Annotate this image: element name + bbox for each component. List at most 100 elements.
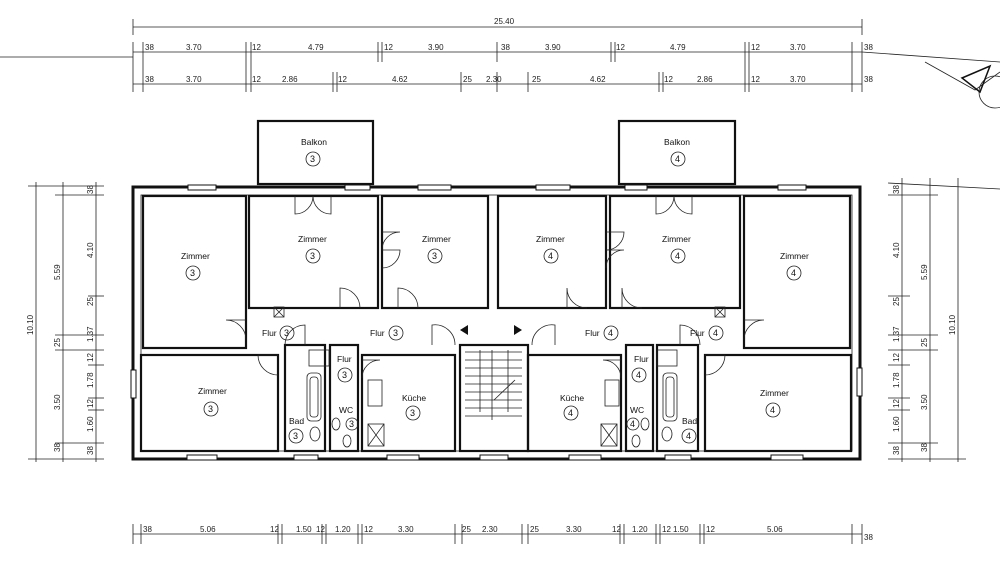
wc-right-num: 4 — [630, 419, 635, 429]
balcony-left — [256, 119, 375, 186]
zimmer-r2-label: Zimmer — [662, 234, 691, 244]
toilet-bad-left-icon — [309, 426, 321, 442]
left-dimension-lines: 10.10 5.59 25 3.50 38 38 4.10 25 1.37 12… — [26, 182, 104, 462]
shaft-right-icon — [714, 306, 726, 318]
bottom-0: 38 — [143, 525, 152, 534]
windows — [130, 184, 863, 461]
toilet-wc-left-icon — [342, 434, 352, 448]
right-dimension-lines: 38 4.10 25 1.37 12 1.78 12 1.60 38 5.59 … — [887, 178, 1000, 462]
heater-right-icon — [656, 349, 678, 367]
bottom-7: 3.30 — [398, 525, 414, 534]
flur-r3-num: 4 — [636, 370, 641, 380]
bottom-11: 3.30 — [566, 525, 582, 534]
bottom-dimension-line: 38 5.06 12 1.50 12 1.20 12 3.30 25 2.30 … — [132, 524, 873, 544]
zimmer-r4-num: 4 — [770, 405, 775, 415]
balkon-left-label: Balkon — [301, 137, 327, 147]
top-r2-2: 12 — [252, 75, 261, 84]
bottom-17: 5.06 — [767, 525, 783, 534]
top-r2-3: 2.86 — [282, 75, 298, 84]
staircase — [460, 325, 522, 420]
overall-top-dim: 25.40 — [494, 17, 515, 26]
top-r2-14: 38 — [864, 75, 873, 84]
zimmer-r4-label: Zimmer — [760, 388, 789, 398]
left-in-3: 1.37 — [86, 326, 95, 342]
zimmer-r1-num: 4 — [548, 251, 553, 261]
fixtures — [273, 306, 726, 448]
top-ticks — [132, 42, 863, 92]
balkon-right-label: Balkon — [664, 137, 690, 147]
top-r1-12: 38 — [864, 43, 873, 52]
bottom-13: 1.20 — [632, 525, 648, 534]
flur-l3-label: Flur — [337, 354, 352, 364]
top-r2-1: 3.70 — [186, 75, 202, 84]
left-mid-0: 5.59 — [53, 264, 62, 280]
top-r2-9: 4.62 — [590, 75, 606, 84]
right-mid-3: 38 — [920, 443, 929, 452]
bottom-3: 1.50 — [296, 525, 312, 534]
flur-r2-num: 4 — [713, 328, 718, 338]
kueche-left-label: Küche — [402, 393, 426, 403]
wc-left-label: WC — [339, 405, 353, 415]
cabinet-right-icon — [600, 423, 618, 447]
sink-left-icon — [331, 417, 341, 431]
north-arrow-icon — [924, 61, 1000, 109]
top-r2-0: 38 — [145, 75, 154, 84]
bathtub-right-icon — [662, 372, 678, 422]
shaft-left-icon — [273, 306, 285, 318]
bottom-2: 12 — [270, 525, 279, 534]
top-r1-6: 38 — [501, 43, 510, 52]
cabinet-left-icon — [367, 423, 385, 447]
toilet-bad-right-icon — [661, 426, 673, 442]
zimmer-r3-num: 4 — [791, 268, 796, 278]
top-r2-6: 25 — [463, 75, 472, 84]
flur-l2-num: 3 — [393, 328, 398, 338]
room-labels: Balkon 3 Balkon 4 Zimmer 3 Zimmer 3 Zimm… — [181, 137, 809, 444]
top-r2-11: 2.86 — [697, 75, 713, 84]
left-in-7: 1.60 — [86, 416, 95, 432]
right-in-4: 12 — [892, 353, 901, 362]
bottom-10: 25 — [530, 525, 539, 534]
kueche-right-label: Küche — [560, 393, 584, 403]
right-in-7: 1.60 — [892, 416, 901, 432]
bad-right-label: Bad — [682, 416, 697, 426]
bottom-16: 12 — [706, 525, 715, 534]
flur-r1-num: 4 — [608, 328, 613, 338]
top-r1-2: 12 — [252, 43, 261, 52]
zimmer-l3-num: 3 — [432, 251, 437, 261]
stove-left-icon — [367, 379, 383, 407]
bottom-15: 1.50 — [673, 525, 689, 534]
left-mid-2: 3.50 — [53, 394, 62, 410]
top-r2-4: 12 — [338, 75, 347, 84]
flur-r1-label: Flur — [585, 328, 600, 338]
top-r1-11: 3.70 — [790, 43, 806, 52]
flur-l2-label: Flur — [370, 328, 385, 338]
bathtub-left-icon — [306, 372, 322, 422]
right-mid-2: 3.50 — [920, 394, 929, 410]
balcony-right — [617, 119, 737, 186]
bottom-6: 12 — [364, 525, 373, 534]
top-r1-1: 3.70 — [186, 43, 202, 52]
building-walls — [131, 119, 862, 461]
bad-left-num: 3 — [293, 431, 298, 441]
top-r2-5: 4.62 — [392, 75, 408, 84]
right-overall-dim: 10.10 — [948, 314, 957, 335]
flur-r3-label: Flur — [634, 354, 649, 364]
left-in-2: 25 — [86, 297, 95, 306]
bottom-8: 25 — [462, 525, 471, 534]
zimmer-l2-label: Zimmer — [298, 234, 327, 244]
top-r2-13: 3.70 — [790, 75, 806, 84]
balkon-left-num: 3 — [310, 154, 315, 164]
sink-right-icon — [640, 417, 650, 431]
kueche-right-num: 4 — [568, 408, 573, 418]
top-r1-4: 12 — [384, 43, 393, 52]
top-r2-10: 12 — [664, 75, 673, 84]
zimmer-r1-label: Zimmer — [536, 234, 565, 244]
wc-left-num: 3 — [349, 419, 354, 429]
bottom-5: 1.20 — [335, 525, 351, 534]
top-r1-0: 38 — [145, 43, 154, 52]
bottom-9: 2.30 — [482, 525, 498, 534]
bottom-4: 12 — [316, 525, 325, 534]
right-in-1: 4.10 — [892, 242, 901, 258]
top-r2-7: 2.30 — [486, 75, 502, 84]
